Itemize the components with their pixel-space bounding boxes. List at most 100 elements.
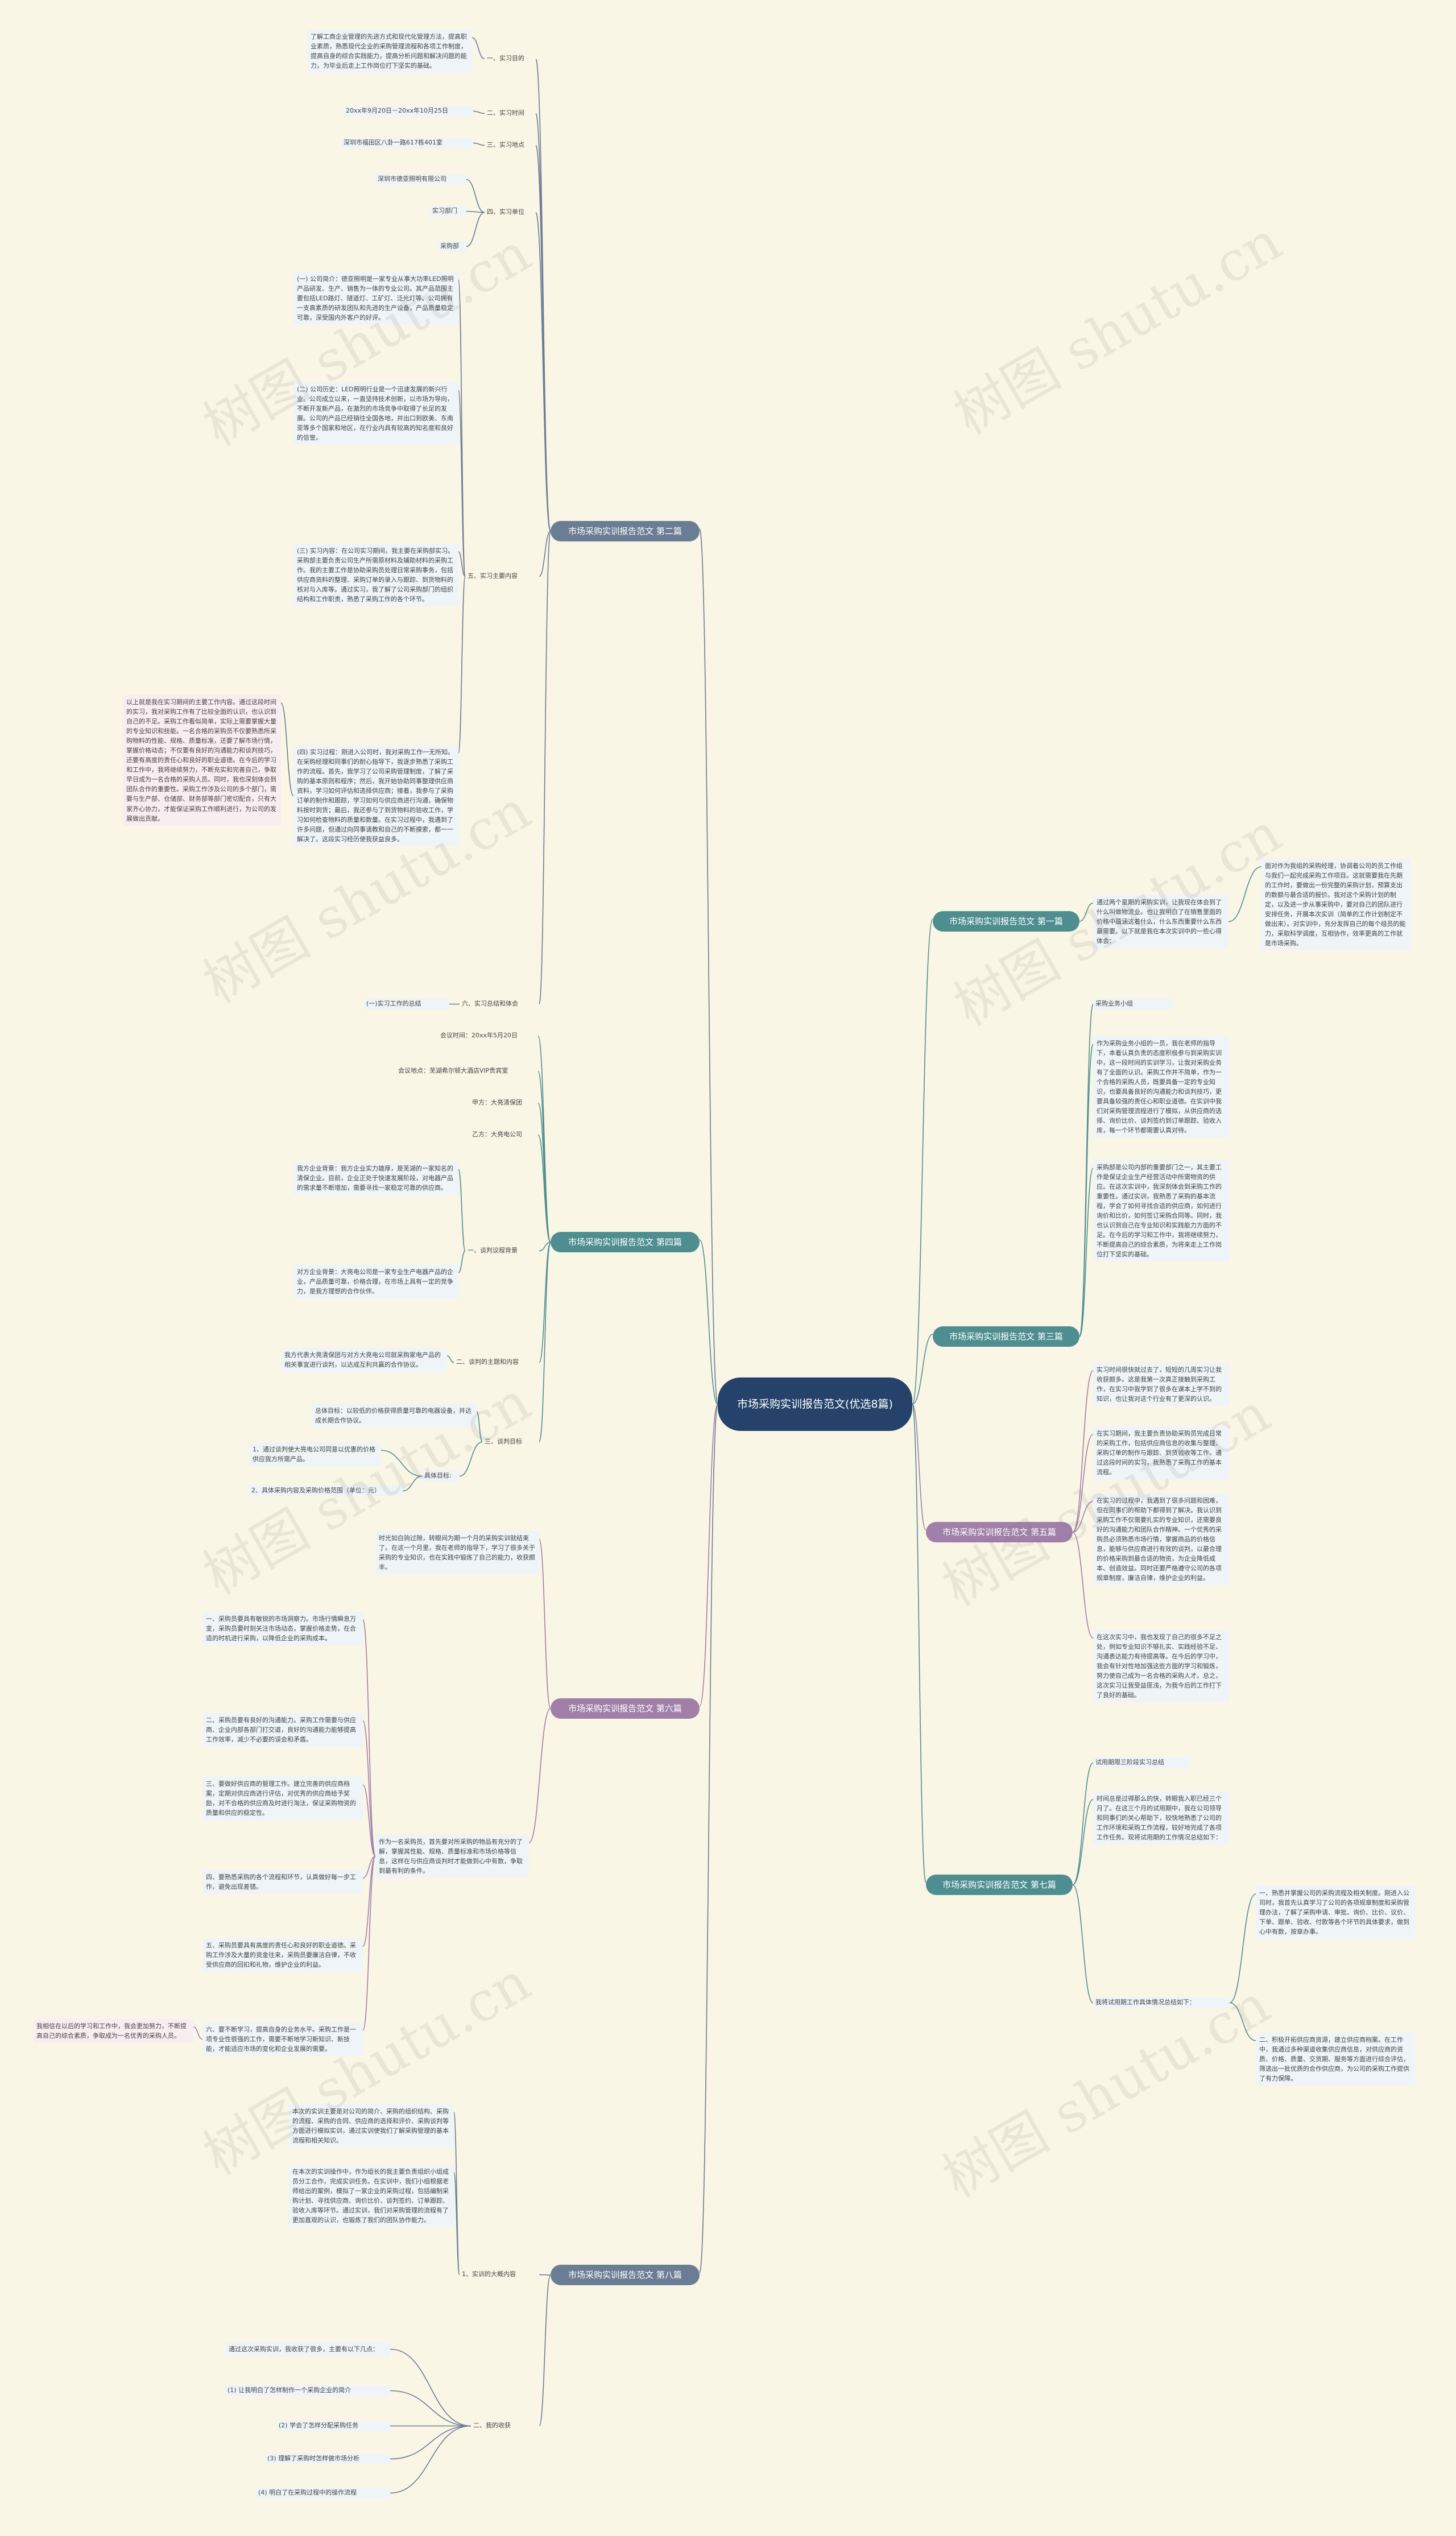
b5-leaf-a: 实习时间很快就过去了，短短的几周实习让我收获颇多。这是我第一次真正接触到采购工作… (1093, 1363, 1230, 1406)
b3-leaf-b: 采购部是公司内部的重要部门之一，其主要工作是保证企业生产经营活动中所需物资的供应… (1093, 1160, 1230, 1262)
branch-6[interactable]: 市场采购实训报告范文 第六篇 (551, 1698, 700, 1719)
connector-root-topic-branch-7 (912, 1404, 926, 1883)
connector-branch-7-b7-leaf-b (1072, 1799, 1094, 1885)
connector-b2-c5-label-b2-c5-leaf-3 (458, 551, 466, 577)
b2-c6-leaf: (一)实习工作的总结 (364, 999, 449, 1010)
b6-s4: 四、要熟悉采购的各个流程和环节，认真做好每一步工作，避免出现差错。 (202, 1870, 363, 1894)
connector-branch-4-b4-c1-label (539, 1242, 551, 1252)
b8-c1-label[interactable]: 1、实训的大概内容 (462, 2270, 516, 2278)
b6-s3: 三、要做好供应商的管理工作。建立完善的供应商档案，定期对供应商进行评估，对优秀的… (202, 1777, 363, 1821)
connector-b2-c1-label-b2-c1-leaf (471, 37, 485, 60)
b2-c3-label[interactable]: 三、实习地点 (487, 141, 524, 148)
connector-branch-8-b8-c2-label (539, 2274, 551, 2427)
b8-c2-leaf-4: (3) 理解了采购时怎样做市场分析 (265, 2454, 390, 2464)
b6-s5: 五、采购员要具有高度的责任心和良好的职业道德。采购工作涉及大量的资金往来，采购员… (202, 1938, 363, 1972)
connector-b6-leaf-2-b6-s1 (362, 1619, 376, 1857)
connector-branch-4-b4-meta-3 (537, 1102, 551, 1243)
b4-c1-label[interactable]: 一、谈判议程背景 (468, 1247, 518, 1254)
b8-c2-label[interactable]: 二、我的收获 (473, 2422, 511, 2429)
b1-leaf-a: 通过两个星期的采购实训，让我现在体会到了什么叫做物流业。也让我明白了在销售里面的… (1093, 895, 1228, 949)
connector-b6-s6-b6-side-note (193, 2026, 203, 2040)
b7-leaf-d: 二、积极开拓供应商资源，建立供应商档案。在工作中，我通过多种渠道收集供应商信息，… (1256, 2033, 1415, 2086)
connector-b6-leaf-2-b6-s4 (362, 1856, 376, 1879)
connector-branch-3-b3-leaf-b (1079, 1168, 1094, 1337)
b6-side-note: 我相信在以后的学习和工作中，我会更加努力，不断提高自己的综合素质，争取成为一名优… (33, 2019, 193, 2043)
connector-b8-c2-label-b8-c2-leaf-2 (390, 2390, 471, 2427)
b4-c3-label[interactable]: 三、谈判目标 (485, 1438, 522, 1445)
connector-b4-c1-label-b4-c1-leaf-1 (458, 1169, 466, 1252)
branch-5[interactable]: 市场采购实训报告范文 第五篇 (926, 1522, 1073, 1542)
b4-c3-leaf-3: 1、通过谈判使大亮电公司同意以优惠的价格供应我方所需产品。 (249, 1442, 381, 1467)
b2-c3-leaf: 深圳市福田区八卦一路617栋401室 (341, 138, 473, 148)
b2-c2-label[interactable]: 二、实习时间 (487, 109, 524, 117)
b4-c1-leaf-2: 对方企业背景：大亮电公司是一家专业生产电器产品的企业，产品质量可靠，价格合理，在… (293, 1265, 458, 1299)
connector-branch-4-b4-c3-label (539, 1242, 551, 1443)
b4-c3-leaf-4: 2、具体采购内容及采购价格范围（单位：元） (249, 1486, 403, 1496)
b4-meta-4: 乙方：大亮电公司 (472, 1131, 522, 1138)
connector-b4-c2-label-b4-c2-leaf (446, 1355, 454, 1363)
b4-c3-leaf-1: 总体目标：以较低的价格获得质量可靠的电器设备，并达成长期合作协议。 (312, 1404, 477, 1428)
connector-branch-8-b8-c1-label (539, 2274, 551, 2276)
branch-1[interactable]: 市场采购实训报告范文 第一篇 (933, 911, 1079, 932)
connector-branch-3-b3-leaf-a (1079, 1044, 1094, 1337)
b2-c5-label[interactable]: 五、实习主要内容 (468, 572, 518, 580)
b4-meta-1: 会议时间：20xx年5月20日 (440, 1032, 518, 1039)
b3-label: 采购业务小组 (1093, 999, 1173, 1010)
b6-s1: 一、采购员要具有敏锐的市场洞察力。市场行情瞬息万变，采购员要时刻关注市场动态，掌… (202, 1612, 363, 1646)
b4-c2-label[interactable]: 二、谈判的主题和内容 (456, 1358, 519, 1366)
b2-c4-label[interactable]: 四、实习单位 (487, 208, 524, 216)
b8-c2-leaf-5: (4) 明白了在采购过程中的操作流程 (256, 2488, 390, 2498)
connector-root-topic-branch-1 (912, 919, 933, 1405)
b8-c1-leaf-2: 在本次的实训操作中，作为组长的我主要负责组织小组成员分工合作，完成实训任务。在实… (289, 2165, 454, 2228)
connector-branch-5-b5-leaf-a (1072, 1370, 1094, 1533)
connector-b4-c3-label-b4-c3-leaf-1 (476, 1411, 483, 1443)
b2-c5-leaf-3: (三) 实习内容：在公司实习期间，我主要在采购部实习。采购部主要负责公司生产所需… (293, 544, 458, 607)
connector-branch-5-b5-leaf-b (1072, 1434, 1094, 1533)
branch-2[interactable]: 市场采购实训报告范文 第二篇 (551, 521, 700, 541)
branch-8[interactable]: 市场采购实训报告范文 第八篇 (551, 2265, 700, 2285)
b8-c2-leaf-2: (1) 让我明白了怎样制作一个采购企业的简介 (225, 2385, 390, 2396)
connector-b8-c1-label-b8-c1-leaf-1 (453, 2112, 460, 2276)
branch-4[interactable]: 市场采购实训报告范文 第四篇 (551, 1232, 700, 1252)
b4-c2-leaf: 我方代表大亮清保团与对方大亮电公司就采购家电产品的相关事宜进行谈判，以达成互利共… (281, 1348, 447, 1372)
b6-leaf-2: 作为一名采购员，首先要对所采购的物品有充分的了解，掌握其性能、规格、质量标准和市… (375, 1835, 529, 1879)
b2-c1-label[interactable]: 一、实习目的 (487, 55, 524, 62)
b2-c6-side-note: 以上就是我在实习期间的主要工作内容。通过这段时间的实习，我对采购工作有了比较全面… (123, 695, 281, 826)
connector-b2-c5-leaf-4-b2-c6-side-note (280, 702, 294, 796)
b7-label: 我将试用期工作具体情况总结如下： (1093, 1997, 1230, 2008)
b8-c1-leaf-1: 本次的实训主要是对公司的简介、采购的组织结构、采购的流程、采购的合同、供应商的选… (289, 2104, 454, 2148)
connector-root-topic-branch-3 (912, 1334, 933, 1405)
connector-b6-leaf-2-b6-s3 (362, 1784, 376, 1857)
connector-branch-4-b4-meta-4 (537, 1134, 551, 1243)
branch-3[interactable]: 市场采购实训报告范文 第三篇 (933, 1326, 1079, 1347)
connector-b6-leaf-2-b6-s6 (362, 1856, 376, 2031)
connector-branch-2-b2-c6-label (539, 531, 551, 1005)
b2-c5-leaf-2: (二) 公司历史：LED照明行业是一个迅速发展的新兴行业。公司成立以来，一直坚持… (293, 382, 458, 445)
connector-b2-c5-label-b2-c5-leaf-1 (458, 279, 466, 577)
b8-c2-leaf-3: (2) 学会了怎样分配采购任务 (276, 2421, 390, 2431)
connector-b2-c4-label-b2-c4-leaf-3 (466, 212, 485, 247)
b7-leaf-c: 一、熟悉并掌握公司的采购流程及相关制度。刚进入公司时，我首先认真学习了公司的各项… (1256, 1886, 1415, 1939)
b4-meta-3: 甲方：大亮清保团 (472, 1099, 522, 1106)
connector-branch-6-b6-leaf-1 (539, 1538, 551, 1709)
connector-branch-2-b2-c4-label (535, 212, 551, 532)
b2-c2-leaf: 20xx年9月20日－20xx年10月25日 (344, 106, 473, 117)
b4-meta-2: 会议地点：芜湖希尔顿大酒店VIP贵宾室 (398, 1067, 508, 1074)
b4-c1-leaf-1: 我方企业背景：我方企业实力雄厚，是芜湖的一家知名的清保企业。目前，企业正处于快速… (293, 1161, 458, 1195)
b2-c4-leaf-3: 采购部 (438, 241, 466, 252)
connector-branch-7-b7-label (1072, 1884, 1094, 2004)
b2-c5-leaf-1: (一) 公司简介：德亚照明是一家专业从事大功率LED照明产品研发、生产、销售为一… (293, 272, 458, 325)
connector-b2-c4-label-b2-c4-leaf-1 (466, 179, 485, 213)
b2-c5-leaf-4: (四) 实习过程：刚进入公司时，我对采购工作一无所知。在采购经理和同事们的耐心指… (293, 745, 458, 847)
connector-b8-c1-label-b8-c1-leaf-2 (453, 2172, 460, 2276)
branch-7[interactable]: 市场采购实训报告范文 第七篇 (926, 1875, 1073, 1895)
connector-b6-leaf-2-b6-s5 (362, 1856, 376, 1947)
connector-root-topic-branch-8 (699, 1404, 718, 2273)
connector-branch-4-b4-c2-label (539, 1242, 551, 1363)
b6-s6: 六、要不断学习，提高自身的业务水平。采购工作是一项专业性很强的工作，需要不断地学… (202, 2022, 363, 2057)
b2-c6-label[interactable]: 六、实习总结和体会 (462, 1000, 518, 1007)
connector-b4-c3-label-b4-c3-leaf-2 (459, 1441, 483, 1477)
connector-branch-4-b4-meta-2 (537, 1070, 551, 1243)
root-topic[interactable]: 市场采购实训报告范文(优选8篇) (718, 1377, 912, 1431)
